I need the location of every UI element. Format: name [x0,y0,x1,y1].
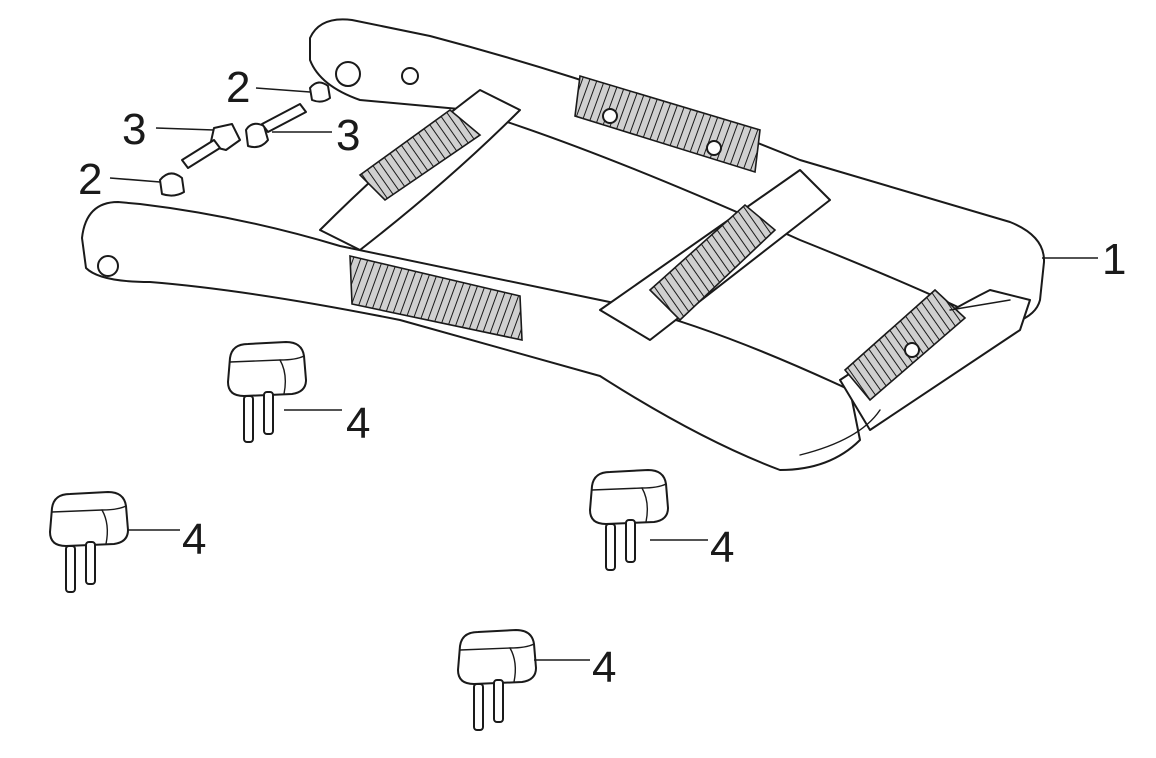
callout-bolt-right: 3 [336,111,360,160]
leader-lines [109,87,1098,661]
cushion-a [227,341,307,443]
callout-cushion-c: 4 [710,523,734,572]
washer-left [159,172,185,197]
callout-cushion-d: 4 [592,643,616,692]
rear-rack-frame [81,18,1046,471]
bolt-left [181,123,241,169]
callout-washer-left: 2 [78,155,102,204]
callout-cushion-b: 4 [182,515,206,564]
callout-rack: 1 [1102,235,1126,284]
callout-cushion-a: 4 [346,399,370,448]
cushion-b [49,491,129,593]
washer-top [309,81,331,103]
cushion-d [457,629,537,731]
bolt-right [245,103,307,149]
cushion-c [589,469,669,571]
callout-bolt-left: 3 [122,105,146,154]
callout-washer-top: 2 [226,63,250,112]
